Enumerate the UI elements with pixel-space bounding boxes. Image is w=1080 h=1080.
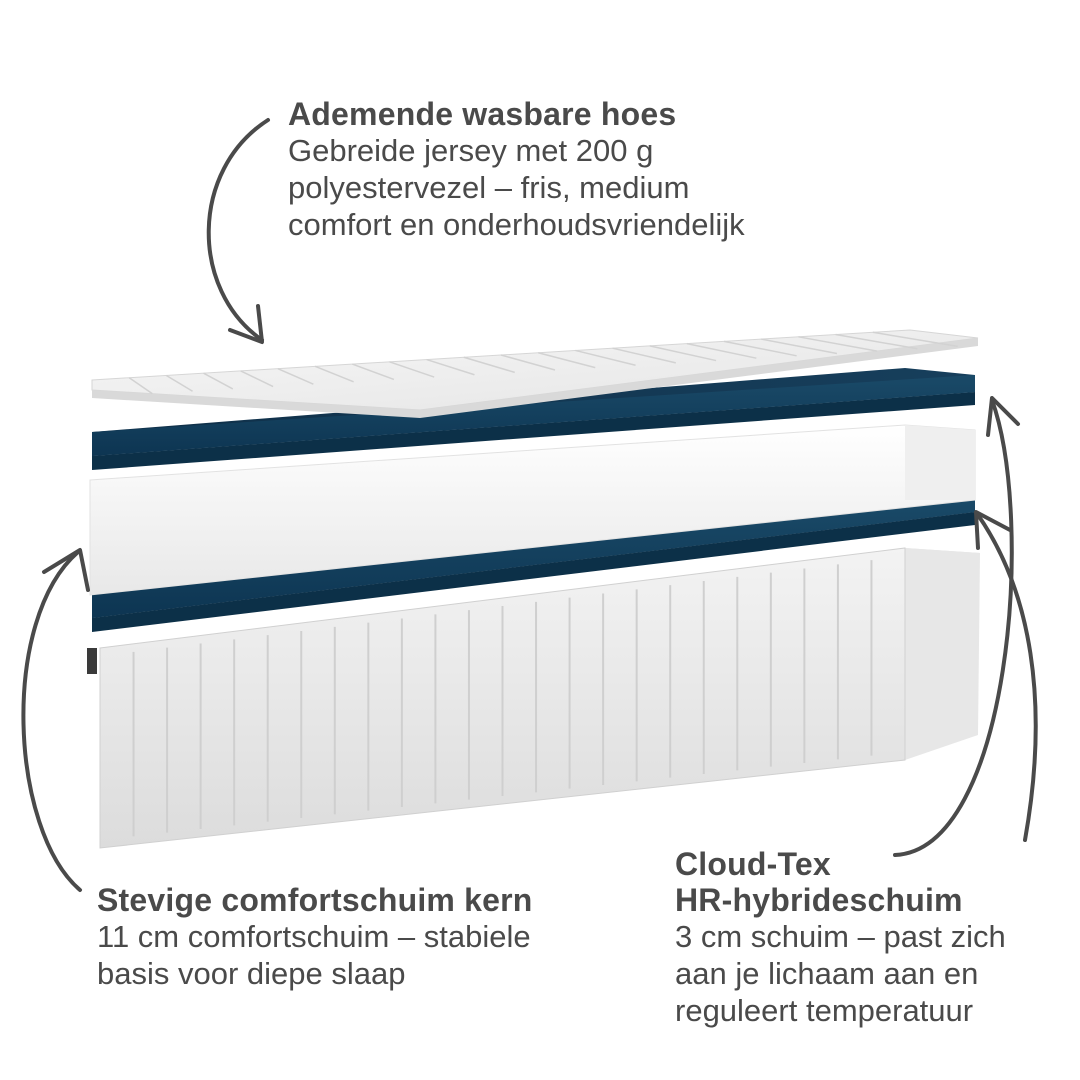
hybrid-arrow-lower bbox=[974, 510, 1038, 842]
cover-description-line-1: Gebreide jersey met 200 g bbox=[288, 133, 654, 168]
cover-seam bbox=[761, 338, 838, 355]
core-description-line-1: 11 cm comfortschuim – stabiele bbox=[97, 919, 531, 954]
cover-arrow bbox=[206, 118, 270, 344]
cover-seam bbox=[575, 349, 636, 367]
core-title: Stevige comfortschuim kern bbox=[97, 882, 533, 918]
cover-title: Ademende wasbare hoes bbox=[288, 96, 677, 132]
cover-seam bbox=[612, 347, 676, 364]
hybrid-title-line-2: HR-hybrideschuim bbox=[675, 882, 963, 918]
core-description-line-2: basis voor diepe slaap bbox=[97, 956, 406, 991]
base-core-layer bbox=[87, 547, 980, 849]
cover-description-line-3: comfort en onderhoudsvriendelijk bbox=[288, 207, 745, 242]
white-comfort-foam-layer bbox=[89, 424, 976, 596]
hybrid-description-line-1: 3 cm schuim – past zich bbox=[675, 919, 1006, 954]
hybrid-description-line-2: aan je lichaam aan en bbox=[675, 956, 979, 991]
upper-blue-foam-layer bbox=[92, 368, 975, 470]
cover-seam bbox=[723, 340, 797, 357]
hybrid-title-line-1: Cloud-Tex bbox=[675, 846, 831, 882]
cover-seam bbox=[314, 365, 354, 383]
cover-seam bbox=[426, 358, 475, 376]
cover-seam bbox=[240, 370, 274, 388]
cover-seam bbox=[686, 342, 757, 359]
core-arrow bbox=[21, 548, 90, 892]
hybrid-label: Cloud-Tex HR-hybrideschuim 3 cm schuim –… bbox=[675, 846, 1006, 1029]
brand-tag bbox=[87, 648, 97, 674]
hybrid-arrow-upper bbox=[893, 396, 1020, 857]
cover-description-line-2: polyestervezel – fris, medium bbox=[288, 170, 690, 205]
cover-seam bbox=[352, 363, 395, 381]
cover-seam bbox=[649, 345, 717, 362]
cover-seam bbox=[872, 331, 958, 348]
cover-label: Ademende wasbare hoes Gebreide jersey me… bbox=[288, 96, 745, 243]
cover-seam bbox=[537, 352, 596, 369]
cover-seam bbox=[798, 336, 878, 352]
cover-seam bbox=[128, 377, 153, 395]
top-cover-layer bbox=[91, 329, 979, 418]
cover-seam bbox=[203, 372, 234, 390]
cover-seam bbox=[463, 356, 515, 374]
cover-seam bbox=[277, 367, 314, 385]
hybrid-description-line-3: reguleert temperatuur bbox=[675, 993, 974, 1028]
cover-seam bbox=[165, 374, 193, 392]
cover-seam bbox=[500, 354, 556, 371]
cover-seam bbox=[389, 361, 435, 378]
cover-seam bbox=[835, 333, 918, 350]
core-label: Stevige comfortschuim kern 11 cm comfort… bbox=[97, 882, 533, 992]
